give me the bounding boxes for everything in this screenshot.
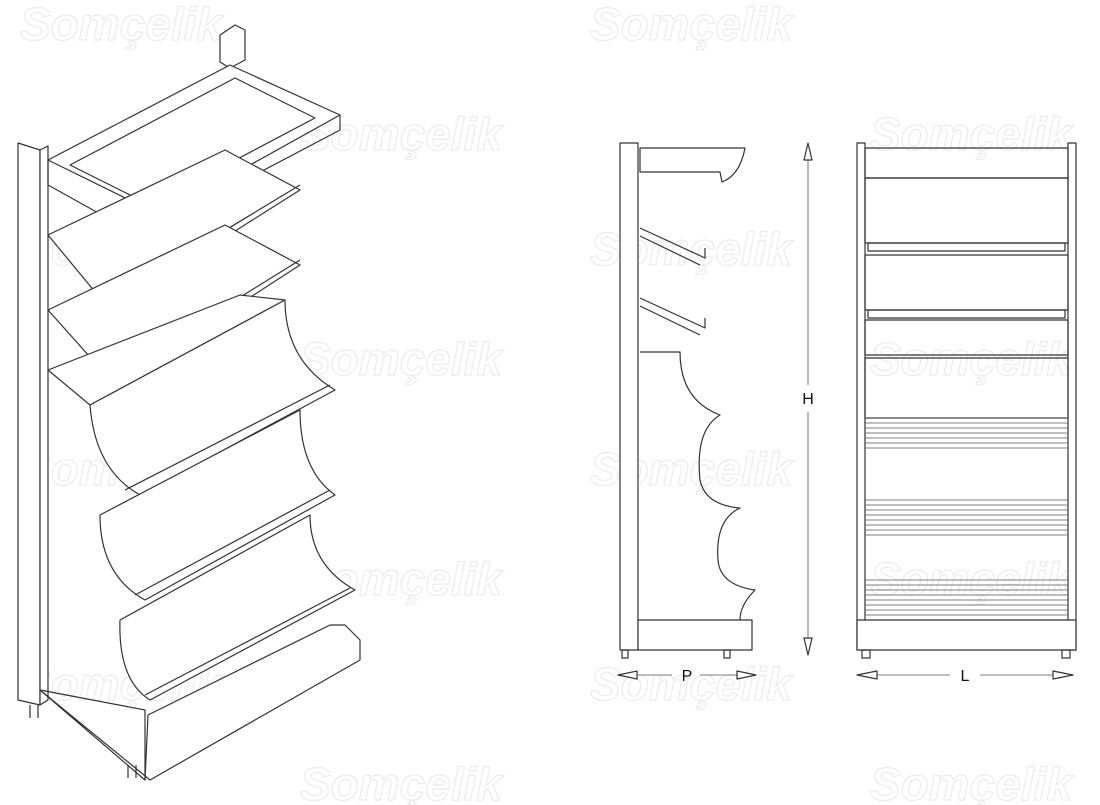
iso-curved-shelf-1 [89,299,336,496]
side-view [619,142,756,659]
side-upright [619,142,639,651]
watermark-text: Somçelik [590,658,794,710]
dimension-height: H [802,142,814,656]
iso-curved-shelf-2 [99,409,336,601]
watermark-text: Somçelik [300,333,504,385]
iso-upright-side [39,145,49,706]
dimension-depth: P [617,668,757,685]
iso-back-rail-top [219,24,246,69]
watermark-text: Somçelik [870,333,1074,385]
length-label: L [961,668,970,685]
iso-curved-shelf-3 [119,514,356,701]
front-left-upright [856,142,866,651]
watermark-text: Somçelik [870,553,1074,605]
watermark-text: Somçelik [590,0,794,50]
watermark-text: Somçelik [20,0,224,50]
front-base [856,619,1077,651]
front-view [856,142,1077,659]
side-top-shelf [639,147,746,183]
watermark-text: Somçelik [870,108,1074,160]
depth-label: P [682,668,693,685]
iso-base-plinth [39,624,361,781]
isometric-view [17,24,361,781]
iso-sloped-shelf-1 [47,149,301,311]
iso-upright-post [17,142,41,706]
front-shelf-slats [865,417,1068,616]
watermark-text: Somçelik [300,758,504,805]
side-base [637,619,753,651]
dimension-length: L [856,668,1074,685]
height-label: H [802,391,814,408]
front-right-upright [1067,142,1077,651]
watermark-text: Somçelik [870,758,1074,805]
